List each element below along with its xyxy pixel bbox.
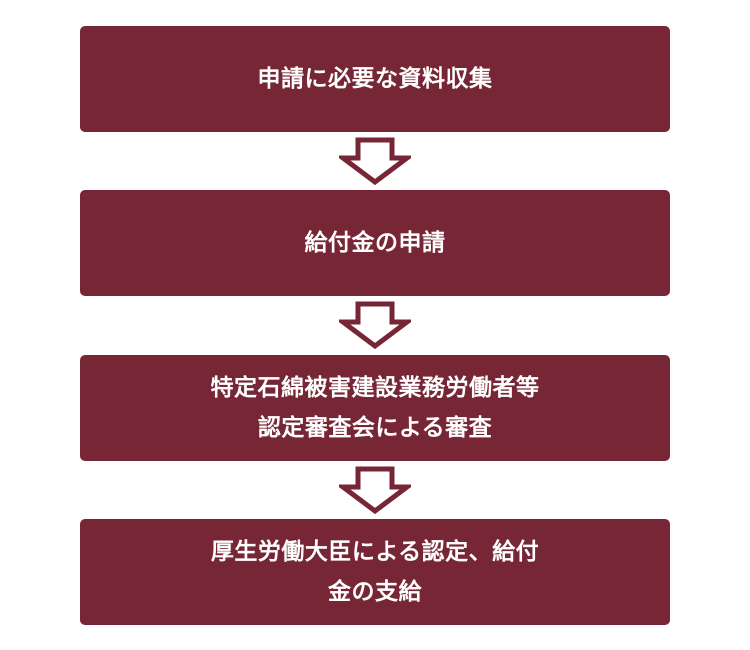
down-arrow-icon: [339, 137, 411, 185]
flow-step-1: 申請に必要な資料収集: [80, 26, 670, 132]
flow-step-4: 厚生労働大臣による認定、給付 金の支給: [80, 519, 670, 625]
down-arrow-icon: [339, 466, 411, 514]
flow-step-3-label: 特定石綿被害建設業務労働者等 認定審査会による審査: [210, 375, 540, 441]
flow-step-1-label: 申請に必要な資料収集: [257, 66, 493, 92]
flow-step-3: 特定石綿被害建設業務労働者等 認定審査会による審査: [80, 355, 670, 461]
flow-step-4-label: 厚生労働大臣による認定、給付 金の支給: [210, 539, 540, 605]
flow-step-2-label: 給付金の申請: [304, 230, 446, 256]
down-arrow-icon: [339, 301, 411, 349]
flow-step-2: 給付金の申請: [80, 190, 670, 296]
